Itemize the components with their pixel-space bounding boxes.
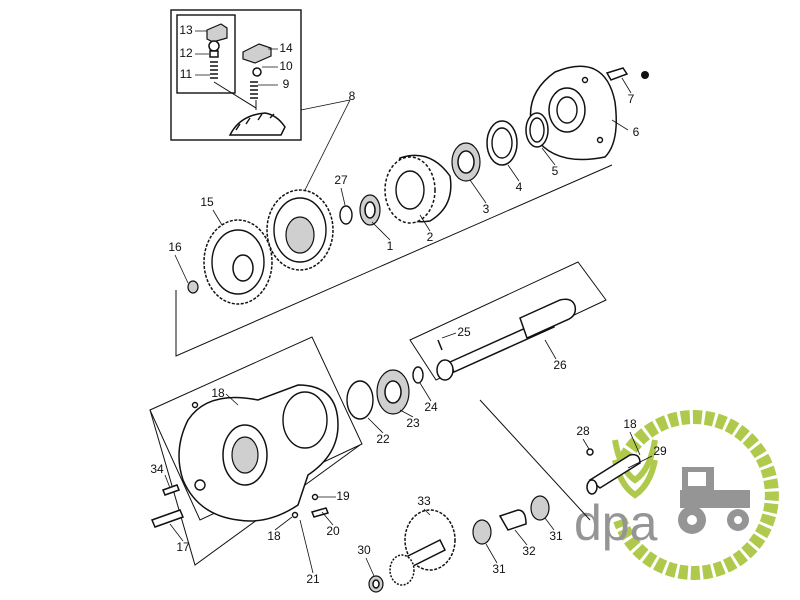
ball-28 bbox=[586, 448, 594, 456]
label: 34 bbox=[150, 462, 164, 476]
label: 27 bbox=[334, 173, 348, 187]
label: 9 bbox=[283, 77, 290, 91]
label: 13 bbox=[179, 23, 193, 37]
pin-25 bbox=[437, 339, 443, 351]
label: 2 bbox=[427, 230, 434, 244]
housing-21 bbox=[178, 384, 339, 522]
needle-bearing-31b bbox=[530, 495, 550, 521]
label: 33 bbox=[417, 494, 431, 508]
synchronizer-8 bbox=[266, 189, 334, 271]
label: 30 bbox=[357, 543, 371, 557]
plug-34 bbox=[162, 484, 180, 496]
label: 31 bbox=[549, 529, 563, 543]
label: 20 bbox=[326, 524, 340, 538]
cover-plate bbox=[529, 65, 617, 161]
label: 28 bbox=[576, 424, 590, 438]
label: 18 bbox=[267, 529, 281, 543]
snap-ring-24 bbox=[412, 366, 424, 384]
label: 22 bbox=[376, 432, 390, 446]
label: 19 bbox=[336, 489, 350, 503]
label: 29 bbox=[653, 444, 667, 458]
label: 18 bbox=[211, 386, 225, 400]
logo-text: dpa bbox=[574, 495, 658, 551]
shaft-26 bbox=[436, 298, 577, 381]
gear-2 bbox=[384, 154, 452, 224]
shaft-29 bbox=[586, 453, 641, 495]
label: 18 bbox=[623, 417, 637, 431]
label: 15 bbox=[200, 195, 214, 209]
label: 1 bbox=[387, 239, 394, 253]
screw bbox=[605, 67, 649, 81]
label: 3 bbox=[483, 202, 490, 216]
label: 6 bbox=[633, 125, 640, 139]
label: 26 bbox=[553, 358, 567, 372]
dpa-logo: dpa bbox=[574, 410, 779, 580]
snap-ring-22 bbox=[346, 380, 374, 420]
needle-bearing-31a bbox=[472, 519, 492, 545]
label: 5 bbox=[552, 164, 559, 178]
label: 12 bbox=[179, 46, 193, 60]
label: 14 bbox=[279, 41, 293, 55]
bushing-16 bbox=[187, 280, 199, 294]
tractor-icon bbox=[678, 467, 750, 534]
label: 17 bbox=[176, 540, 190, 554]
pin-20 bbox=[310, 507, 330, 518]
label: 10 bbox=[279, 59, 293, 73]
label: 8 bbox=[349, 89, 356, 103]
label: 25 bbox=[457, 325, 471, 339]
spacer-32 bbox=[498, 509, 527, 531]
gear-15 bbox=[203, 219, 273, 305]
label: 16 bbox=[168, 240, 182, 254]
bolt-17 bbox=[150, 509, 185, 528]
label: 11 bbox=[180, 67, 193, 81]
label: 23 bbox=[406, 416, 420, 430]
label: 24 bbox=[424, 400, 438, 414]
part-number-labels: 13 12 11 14 10 9 8 7 6 27 15 1 2 3 4 5 1… bbox=[150, 23, 667, 586]
snap-ring-27 bbox=[339, 205, 353, 225]
label: 7 bbox=[628, 92, 635, 106]
label: 4 bbox=[516, 180, 523, 194]
label: 21 bbox=[306, 572, 320, 586]
label: 31 bbox=[492, 562, 506, 576]
label: 32 bbox=[522, 544, 536, 558]
detent-detail-box bbox=[170, 9, 302, 141]
gear-33 bbox=[389, 509, 456, 586]
